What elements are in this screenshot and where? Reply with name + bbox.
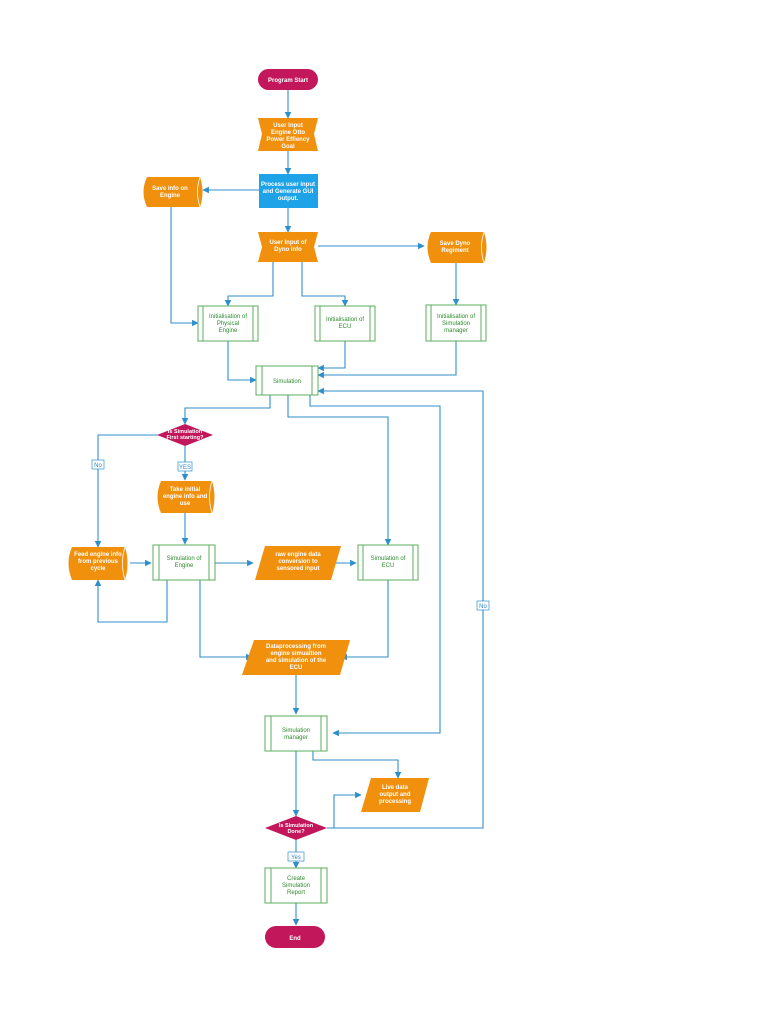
edge-label-yes-done: Yes [287, 851, 305, 862]
edge-sim-engine-loop [94, 579, 168, 623]
edge-sim-ecu-to-dataproc [340, 580, 389, 661]
edge-label-no-right: No [476, 600, 490, 611]
svg-text:No: No [94, 463, 102, 469]
edge-dyno-to-physical [224, 262, 274, 307]
edge-physical-to-simulation [227, 341, 257, 384]
svg-text:End: End [289, 936, 301, 942]
edge-simmgr-init-to-simulation [317, 341, 457, 379]
svg-text:Program Start: Program Start [268, 78, 308, 84]
terminal-end: End [265, 926, 325, 948]
edge-simmgr-to-live [312, 751, 402, 779]
edges [94, 90, 484, 926]
edge-sim-engine-to-dataproc [199, 580, 253, 661]
svg-text:Simulation: Simulation [273, 379, 301, 385]
terminal-program-start: Program Start [258, 69, 318, 90]
edge-label-no-left: No [91, 459, 105, 470]
svg-text:Yes: Yes [291, 855, 301, 861]
edge-save-engine-to-physical [170, 207, 199, 327]
edge-labels: No YES No Yes [91, 459, 490, 862]
edge-ecu-to-simulation [317, 341, 346, 372]
svg-text:No: No [479, 604, 487, 610]
svg-text:YES: YES [179, 465, 191, 471]
edge-dyno-to-ecu [301, 262, 349, 307]
edge-label-yes-first: YES [177, 461, 193, 472]
edge-done-no-loop [317, 387, 484, 829]
edge-simulation-to-ecu-sim [287, 395, 392, 546]
edge-decision-no [94, 434, 160, 548]
edge-simulation-to-simmgr [309, 395, 441, 737]
edge-simulation-to-decision [181, 395, 271, 425]
subprocess-simulation: Simulation [255, 365, 319, 396]
edge-done-to-live [333, 791, 362, 828]
